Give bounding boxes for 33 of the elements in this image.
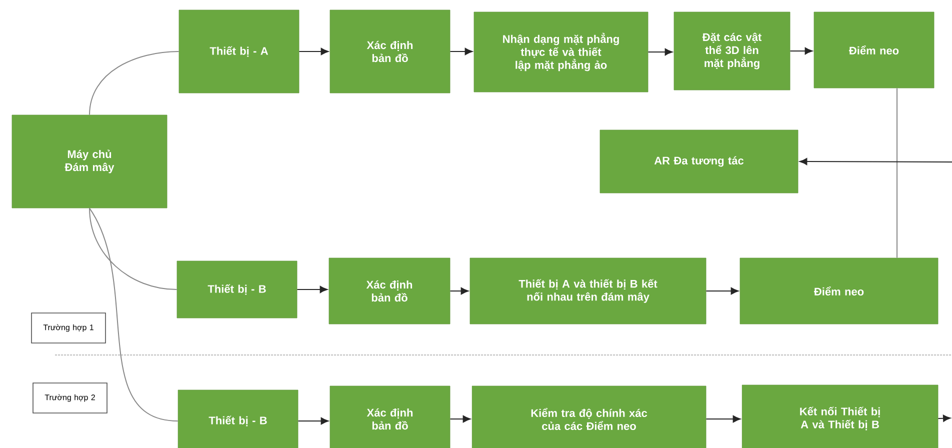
process-box: Nhận dạng mặt phẳng thực tế và thiết lập mặt phẳng ảo [474, 12, 648, 92]
process-box: Điểm neo [814, 12, 934, 88]
arrow [938, 414, 951, 422]
connector-curve [89, 51, 180, 116]
process-box: Thiết bị - A [178, 10, 300, 94]
arrow [706, 287, 739, 295]
arrow [296, 286, 328, 294]
arrow [706, 415, 741, 423]
connector-curve [89, 208, 178, 290]
process-box: Kết nối Thiết bị A và Thiết bị B [742, 384, 938, 448]
arrow [450, 287, 469, 295]
case-label-box: Trường hợp 2 [32, 382, 108, 414]
process-box: Kiểm tra độ chính xác của các Điểm neo [472, 386, 706, 448]
connector-line [896, 88, 898, 258]
process-box: Thiết bị - B [176, 260, 298, 318]
process-box: Xác định bản đồ [330, 10, 450, 94]
arrow [648, 48, 673, 56]
process-box: Điểm neo [740, 258, 938, 324]
case-label-box: Trường hợp 1 [31, 312, 106, 344]
arrow [298, 417, 329, 425]
arrow [450, 48, 473, 56]
arrow [799, 158, 952, 166]
process-box: Thiết bị A và thiết bị B kết nối nhau trên đám mây [470, 258, 706, 324]
process-box: Xác định bản đồ [330, 386, 450, 448]
arrow [790, 47, 813, 55]
arrow [450, 415, 471, 423]
connector-curve [89, 208, 178, 422]
process-box: AR Đa tương tác [600, 130, 798, 194]
process-box: Máy chủ Đám mây [12, 114, 168, 208]
process-box: Thiết bị - B [178, 390, 298, 448]
process-box: Xác định bản đồ [328, 258, 450, 324]
process-box: Đặt các vật thể 3D lên mặt phẳng [674, 12, 790, 90]
arrow [298, 48, 329, 56]
